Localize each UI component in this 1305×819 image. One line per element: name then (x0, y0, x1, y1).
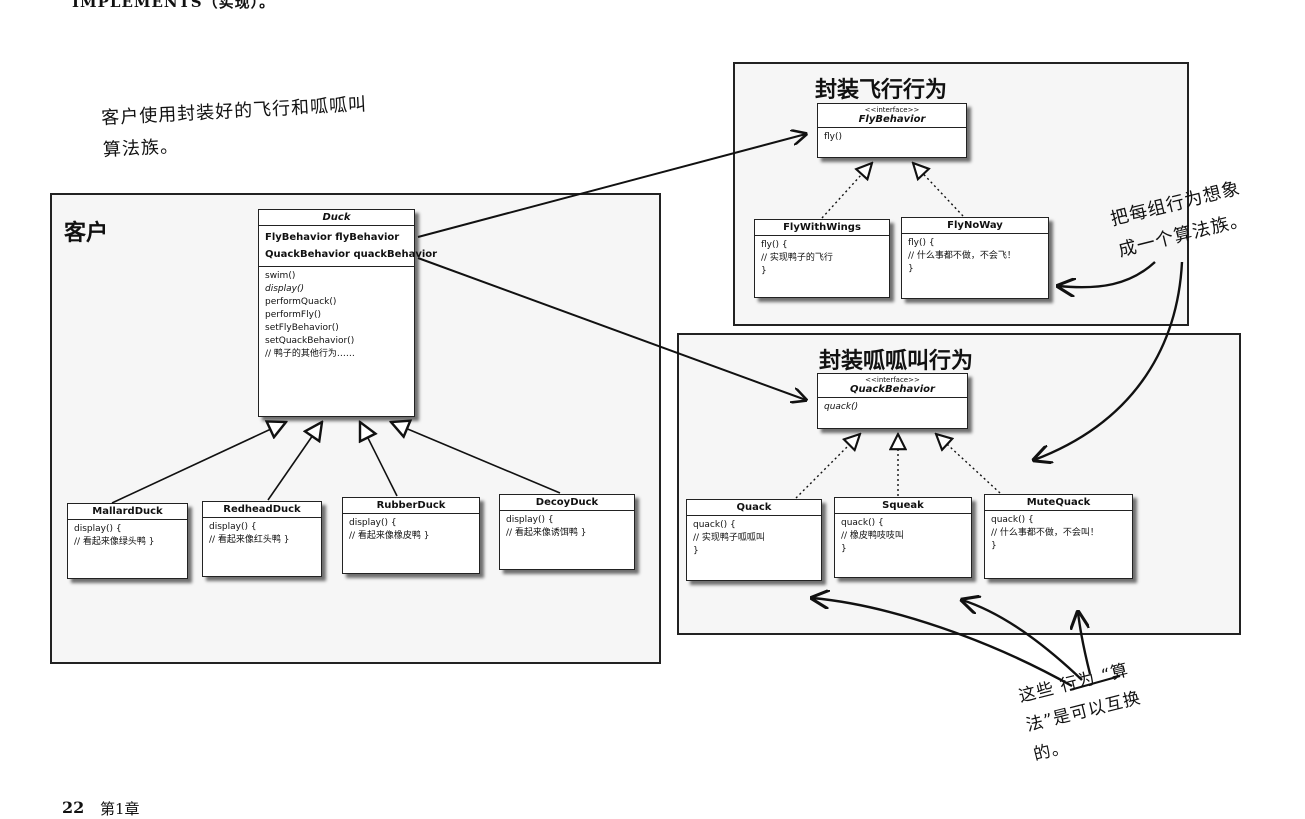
class-body-line: fly() { (761, 240, 788, 250)
flynoway-implements-arrow (913, 163, 964, 217)
duck-field: QuackBehavior quackBehavior (265, 249, 438, 260)
mallard-duck-class: MallardDuck display() { // 看起来像绿头鸭 } (67, 503, 188, 579)
client-title: 客户 (64, 221, 109, 246)
class-name: Quack (687, 500, 821, 516)
interchange-pointer-arrow-mutequack (1078, 612, 1092, 675)
interchange-pointer-arrow-squeak (962, 600, 1083, 681)
duck-class-name: Duck (322, 212, 351, 223)
class-name: FlyWithWings (755, 220, 889, 236)
class-body-line: // 橡皮鸭吱吱叫 (841, 531, 904, 542)
class-name: MuteQuack (985, 495, 1132, 511)
duck-to-quackbehavior-arrow (417, 257, 806, 400)
class-body-line: // 什么事都不做，不会叫！ (991, 528, 1099, 539)
duck-method: performQuack() (265, 297, 337, 308)
class-name: RedheadDuck (203, 502, 321, 518)
class-body-line: quack() { (841, 518, 884, 528)
interface-stereotype: <<interface>> (865, 376, 920, 384)
fly-behavior-interface: <<interface>> FlyBehavior fly() (817, 103, 967, 158)
class-name: FlyNoWay (902, 218, 1048, 234)
quack-group-title: 封装呱呱叫行为 (819, 349, 974, 374)
squeak-class: Squeak quack() { // 橡皮鸭吱吱叫} (834, 497, 972, 578)
duck-to-flybehavior-arrow (417, 134, 806, 238)
class-body-line: } (908, 264, 914, 275)
mute-quack-class: MuteQuack quack() { // 什么事都不做，不会叫！} (984, 494, 1133, 579)
class-body-line: // 看起来像红头鸭 } (209, 535, 290, 546)
duck-field: FlyBehavior flyBehavior (265, 232, 400, 243)
class-body-line: } (761, 266, 767, 277)
decoy-inherits-arrow (391, 422, 561, 494)
class-body-line: } (991, 541, 997, 552)
class-body-line: } (693, 546, 699, 557)
class-body-line: } (841, 544, 847, 555)
interface-stereotype: <<interface>> (864, 106, 920, 114)
class-body-line: // 实现鸭子呱呱叫 (693, 533, 765, 544)
quack-behavior-interface: <<interface>> QuackBehavior quack() (817, 373, 968, 429)
class-body-line: display() { (506, 515, 554, 525)
class-body-line: // 看起来像诱饵鸭 } (506, 528, 587, 539)
flywithwings-implements-arrow (821, 163, 872, 219)
class-name: Squeak (835, 498, 971, 514)
class-body-line: // 实现鸭子的飞行 (761, 253, 833, 264)
interface-method: quack() (824, 402, 859, 412)
interchange-pointer-arrow-quack (812, 598, 1073, 688)
class-body-line: display() { (209, 522, 257, 532)
mallard-inherits-arrow (111, 422, 286, 504)
interface-method: fly() (824, 132, 843, 142)
family-pointer-arrow-lower (1034, 261, 1184, 460)
duck-method: performFly() (265, 310, 321, 321)
family-pointer-arrow-upper (1058, 261, 1156, 287)
quack-class: Quack quack() { // 实现鸭子呱呱叫} (686, 499, 822, 581)
class-body-line: // 看起来像绿头鸭 } (74, 537, 155, 548)
class-body-line: fly() { (908, 238, 935, 248)
duck-class: Duck FlyBehavior flyBehavior QuackBehavi… (258, 209, 438, 417)
redhead-duck-class: RedheadDuck display() { // 看起来像红头鸭 } (202, 501, 322, 577)
class-body-line: quack() { (991, 515, 1034, 525)
quack-implements-arrow (795, 434, 860, 499)
duck-method: // 鸭子的其他行为…… (265, 349, 355, 360)
class-body-line: display() { (349, 518, 397, 528)
class-body-line: // 什么事都不做，不会飞！ (908, 251, 1016, 262)
duck-method: display() (265, 284, 304, 295)
interface-name: FlyBehavior (858, 114, 926, 125)
class-name: DecoyDuck (500, 495, 634, 511)
decoy-duck-class: DecoyDuck display() { // 看起来像诱饵鸭 } (499, 494, 635, 570)
interface-name: QuackBehavior (850, 384, 935, 395)
fly-no-way-class: FlyNoWay fly() { // 什么事都不做，不会飞！} (901, 217, 1049, 299)
class-name: MallardDuck (68, 504, 187, 520)
fly-group-title: 封装飞行行为 (815, 78, 948, 103)
class-body-line: display() { (74, 524, 122, 534)
duck-method: setFlyBehavior() (265, 323, 339, 334)
duck-method: swim() (265, 271, 296, 281)
class-body-line: // 看起来像橡皮鸭 } (349, 531, 430, 542)
rubber-inherits-arrow (360, 422, 398, 497)
class-body-line: quack() { (693, 520, 736, 530)
mutequack-implements-arrow (936, 434, 1001, 494)
strikethrough-mark (1069, 674, 1121, 692)
duck-method: setQuackBehavior() (265, 336, 355, 347)
fly-with-wings-class: FlyWithWings fly() { // 实现鸭子的飞行} (754, 219, 890, 298)
rubber-duck-class: RubberDuck display() { // 看起来像橡皮鸭 } (342, 497, 480, 574)
class-name: RubberDuck (343, 498, 479, 514)
top-cutoff-text: IMPLEMENTS（实现）。 (72, 0, 276, 11)
redhead-inherits-arrow (267, 422, 322, 501)
